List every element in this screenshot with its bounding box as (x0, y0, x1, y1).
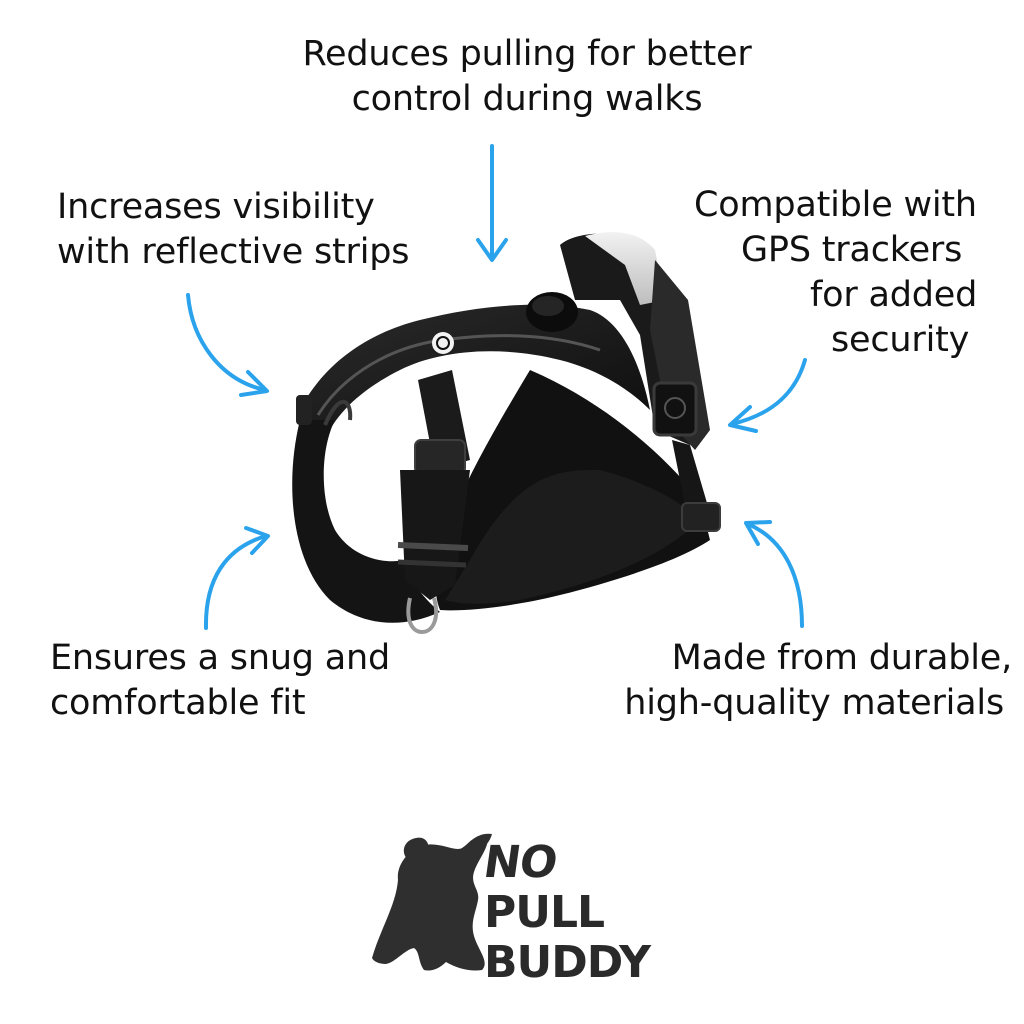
feature-snug-fit: Ensures a snug and comfortable fit (50, 636, 390, 726)
feature-line: security (831, 320, 970, 360)
feature-line: comfortable fit (50, 683, 306, 723)
curved-arrow-icon (728, 358, 807, 433)
feature-visibility: Increases visibility with reflective str… (57, 185, 410, 275)
curved-arrow-icon (476, 144, 508, 262)
feature-line: with reflective strips (57, 232, 410, 272)
feature-line: Compatible with (694, 185, 977, 225)
brand-line: PULL (484, 887, 605, 938)
feature-line: Reduces pulling for better (302, 34, 752, 74)
feature-pulling-reduction: Reduces pulling for better control durin… (0, 32, 1024, 122)
feature-durable-materials: Made from durable, high-quality material… (624, 636, 1012, 726)
brand-line: BUDDY (484, 937, 651, 988)
curved-arrow-icon (744, 520, 804, 628)
feature-line: Ensures a snug and (50, 638, 390, 678)
curved-arrow-icon (186, 293, 269, 397)
feature-line: Made from durable, (671, 638, 1013, 678)
feature-line: Increases visibility (57, 187, 375, 227)
feature-line: for added (810, 275, 978, 315)
feature-line: control during walks (351, 79, 703, 119)
brand-wordmark: NO PULL BUDDY (480, 837, 651, 988)
brand-line: NO (480, 837, 560, 888)
feature-line: GPS trackers (741, 230, 963, 270)
feature-line: high-quality materials (624, 683, 1004, 723)
curved-arrow-icon (203, 526, 270, 630)
feature-gps-compatible: Compatible with GPS trackers for added s… (690, 183, 977, 363)
